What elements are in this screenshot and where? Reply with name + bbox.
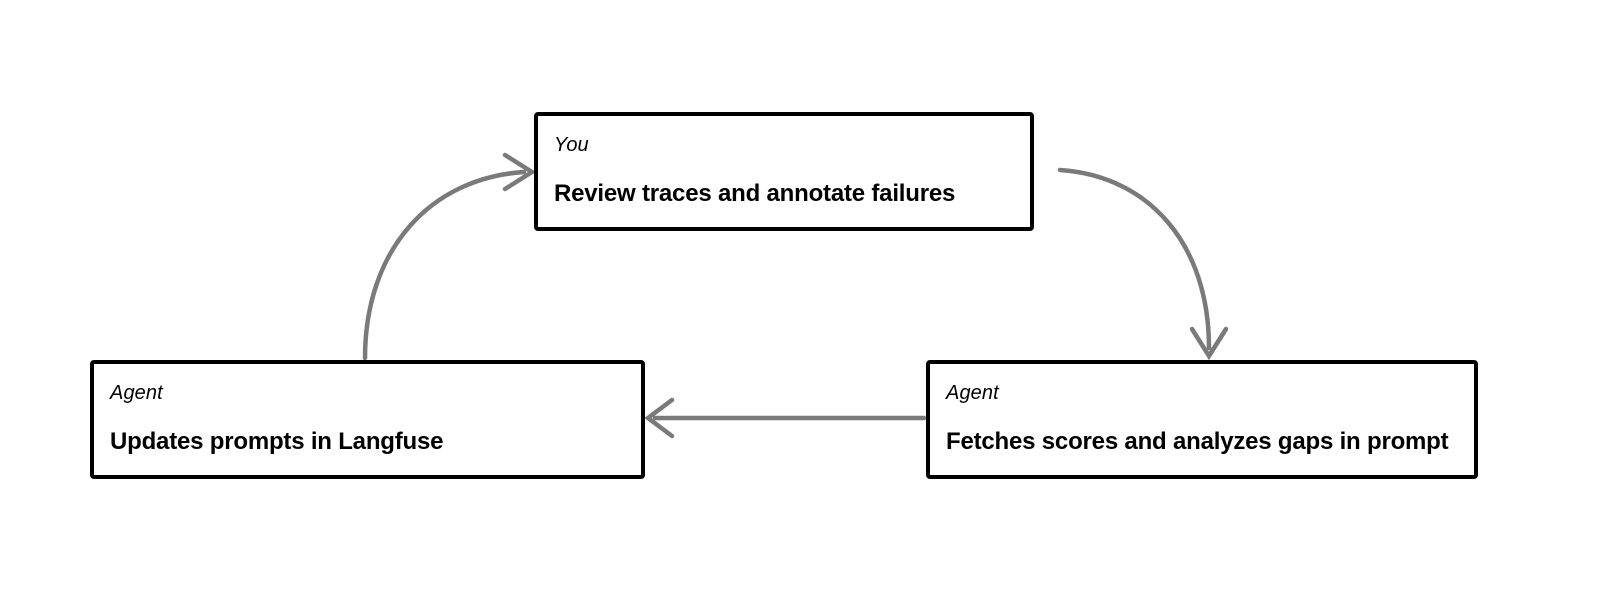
edge-you-to-fetches-line (1057, 167, 1212, 351)
edge-fetches-to-updates-arrowhead (644, 397, 675, 439)
edge-you-to-fetches (1057, 167, 1229, 361)
edge-you-to-fetches-arrowhead (1189, 326, 1229, 361)
node-you-review[interactable]: You Review traces and annotate failures (534, 112, 1034, 231)
node-title-label: Fetches scores and analyzes gaps in prom… (946, 428, 1449, 455)
node-role-label: You (554, 134, 589, 156)
edge-updates-to-you (362, 152, 537, 361)
edge-fetches-to-updates (644, 397, 927, 439)
node-agent-updates[interactable]: Agent Updates prompts in Langfuse (90, 360, 645, 479)
node-role-label: Agent (110, 382, 163, 404)
node-role-label: Agent (946, 382, 999, 404)
node-agent-fetches[interactable]: Agent Fetches scores and analyzes gaps i… (926, 360, 1478, 479)
edge-updates-to-you-line (362, 169, 527, 361)
node-title-label: Updates prompts in Langfuse (110, 428, 444, 455)
edge-updates-to-you-arrowhead (502, 152, 537, 192)
node-title-label: Review traces and annotate failures (554, 180, 956, 207)
